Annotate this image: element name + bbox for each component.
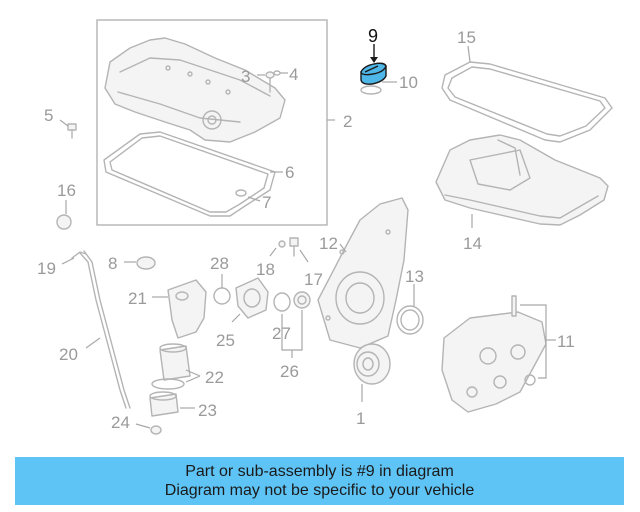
label-22: 22 xyxy=(205,368,224,387)
pulley-1[interactable] xyxy=(353,343,391,402)
label-18: 18 xyxy=(256,260,275,279)
banner-line-2: Diagram may not be specific to your vehi… xyxy=(164,482,475,499)
label-7: 7 xyxy=(262,193,271,212)
filter-housing-21[interactable] xyxy=(152,279,207,339)
valve-cover-group-box xyxy=(96,19,328,226)
seal-10[interactable] xyxy=(360,81,397,95)
label-8: 8 xyxy=(108,254,117,273)
label-27: 27 xyxy=(272,324,291,343)
oil-cooler-11[interactable] xyxy=(441,295,547,413)
filter-cap-23[interactable] xyxy=(149,391,195,417)
valve-cover-gasket[interactable] xyxy=(103,131,276,217)
seal-7[interactable] xyxy=(235,189,247,197)
plug-16[interactable] xyxy=(56,200,72,230)
oil-pan-14[interactable] xyxy=(435,134,609,228)
label-14: 14 xyxy=(463,234,482,253)
label-21: 21 xyxy=(128,289,147,308)
label-4: 4 xyxy=(289,65,298,84)
cap-8[interactable] xyxy=(124,256,156,270)
label-12: 12 xyxy=(319,234,338,253)
label-3: 3 xyxy=(241,67,250,86)
label-24: 24 xyxy=(111,413,130,432)
label-23: 23 xyxy=(198,401,217,420)
info-banner: Part or sub-assembly is #9 in diagram Di… xyxy=(15,457,624,505)
label-10: 10 xyxy=(399,73,418,92)
label-11: 11 xyxy=(557,332,575,351)
oil-filter-22[interactable] xyxy=(151,343,201,390)
label-13: 13 xyxy=(405,267,424,286)
label-16: 16 xyxy=(57,181,76,200)
label-1: 1 xyxy=(356,409,365,428)
label-9: 9 xyxy=(368,26,378,46)
bolt-18[interactable] xyxy=(269,240,286,257)
seal-13[interactable] xyxy=(396,284,424,335)
sensor-17[interactable] xyxy=(289,237,309,263)
parts-diagram: 2 3 4 5 6 7 9 10 15 14 16 19 8 28 18 17 … xyxy=(37,19,613,435)
label-6: 6 xyxy=(285,163,294,182)
washer-4[interactable] xyxy=(273,70,281,76)
label-17: 17 xyxy=(304,270,323,289)
label-15: 15 xyxy=(457,28,476,47)
sensor-26[interactable] xyxy=(293,291,311,309)
gasket-27[interactable] xyxy=(273,292,291,312)
label-20: 20 xyxy=(59,345,78,364)
thermostat-housing-25[interactable] xyxy=(231,277,269,323)
bolt-5[interactable] xyxy=(59,119,77,139)
bolt-3[interactable] xyxy=(265,71,275,93)
label-5: 5 xyxy=(44,106,53,125)
valve-cover[interactable] xyxy=(104,37,286,143)
dipstick-tube-20[interactable] xyxy=(79,250,131,409)
label-28: 28 xyxy=(210,254,229,273)
label-19: 19 xyxy=(37,259,56,278)
oil-filler-cap-9[interactable] xyxy=(360,44,387,85)
banner-line-1: Part or sub-assembly is #9 in diagram xyxy=(185,463,454,480)
dipstick-19[interactable] xyxy=(61,251,87,265)
label-25: 25 xyxy=(216,331,235,350)
o-ring-28[interactable] xyxy=(213,274,231,305)
label-2: 2 xyxy=(343,112,352,131)
oil-pan-gasket-15[interactable] xyxy=(441,45,613,143)
label-26: 26 xyxy=(280,362,299,381)
drain-plug-24[interactable] xyxy=(135,423,162,435)
timing-cover-12[interactable] xyxy=(317,197,409,349)
